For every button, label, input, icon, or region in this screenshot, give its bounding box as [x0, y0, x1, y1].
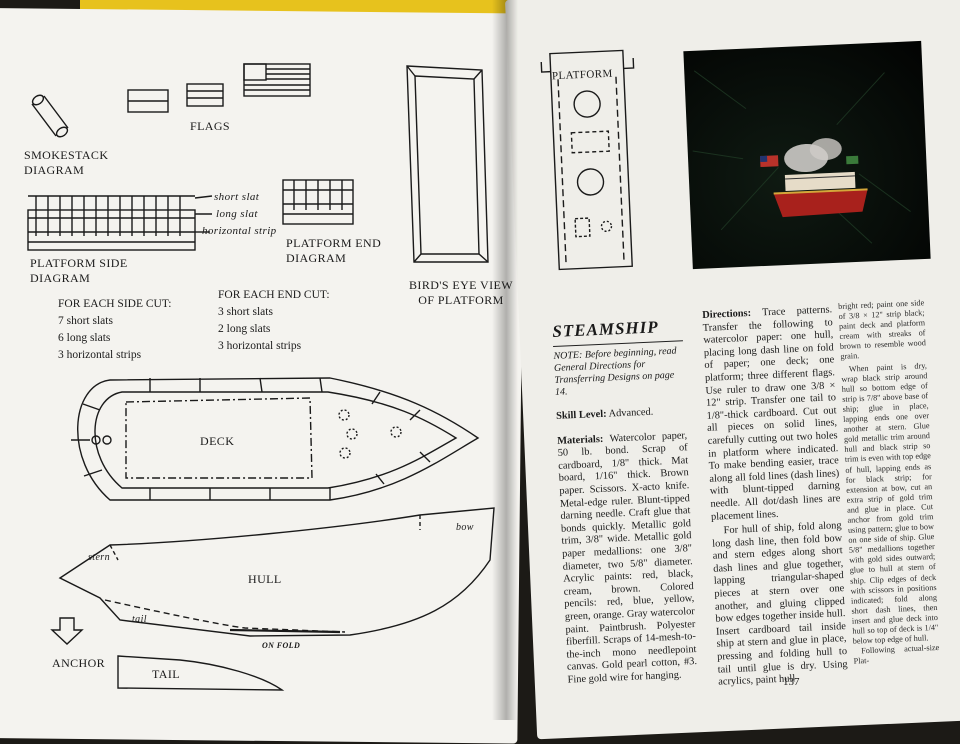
side-cut-heading: FOR EACH SIDE CUT:	[58, 298, 172, 310]
instructions-column-1: STEAMSHIP NOTE: Before beginning, read G…	[552, 316, 698, 687]
tail-diagram	[117, 655, 285, 691]
deck-diagram	[71, 377, 480, 501]
skill-level-label: Skill Level:	[555, 408, 607, 422]
directions-text-2: For hull of ship, fold along long dash l…	[711, 520, 848, 688]
tail-label: TAIL	[152, 667, 180, 681]
steamship-photo	[683, 40, 931, 270]
horizontal-strip-label: horizontal strip	[202, 225, 277, 237]
page-number: 137	[783, 676, 800, 688]
skill-level-value: Advanced.	[608, 406, 654, 420]
deck-label: DECK	[200, 434, 235, 448]
note-text: NOTE: Before beginning, read General Dir…	[553, 345, 677, 398]
platform-label: PLATFORM	[551, 67, 613, 83]
smokestack-diagram	[31, 94, 69, 138]
end-cut-heading: FOR EACH END CUT:	[218, 289, 330, 301]
directions-text: Trace patterns. Transfer the following t…	[702, 304, 841, 523]
instructions-column-2: Directions: Trace patterns. Transfer the…	[702, 304, 848, 689]
side-cut-item: 7 short slats	[58, 315, 113, 327]
platform-end-diagram	[282, 179, 354, 225]
col3-text: bright red; paint one side of 3/8 × 12" …	[838, 298, 927, 362]
hull-diagram	[58, 507, 495, 637]
tail-small-label: tail	[132, 614, 147, 625]
platform-side-label: PLATFORM SIDE DIAGRAM	[30, 256, 128, 285]
side-cut-item: 3 horizontal strips	[58, 349, 142, 361]
short-slat-label: short slat	[214, 191, 260, 203]
materials-label: Materials:	[556, 433, 604, 447]
end-cut-list: FOR EACH END CUT: 3 short slats 2 long s…	[218, 287, 368, 355]
book-gutter	[492, 0, 518, 720]
flags-diagram	[127, 63, 311, 113]
materials-text: Watercolor paper, 50 lb. bond. Scrap of …	[557, 429, 698, 686]
flags-label: FLAGS	[190, 119, 231, 133]
side-cut-item: 6 long slats	[58, 332, 111, 344]
stern-label: stern	[88, 552, 110, 563]
bow-label: bow	[456, 522, 474, 533]
anchor-label: ANCHOR	[52, 656, 106, 670]
end-cut-item: 2 long slats	[218, 323, 271, 335]
platform-side-diagram	[27, 195, 213, 251]
long-slat-label: long slat	[216, 208, 258, 220]
end-cut-item: 3 horizontal strips	[218, 340, 302, 352]
anchor-diagram	[50, 617, 84, 645]
page-title: STEAMSHIP	[552, 317, 660, 341]
platform-end-label: PLATFORM END DIAGRAM	[286, 236, 382, 265]
steamship-ornament-image	[692, 70, 911, 244]
birds-eye-label: BIRD'S EYE VIEW OF PLATFORM	[409, 278, 513, 307]
col3-text-3: Following actual-size Plat-	[853, 643, 940, 666]
col3-text-2: When paint is dry, wrap black strip arou…	[841, 360, 939, 646]
directions-label: Directions:	[702, 307, 752, 321]
pattern-diagrams	[0, 0, 960, 720]
instructions-column-3: bright red; paint one side of 3/8 × 12" …	[838, 298, 940, 667]
hull-label: HULL	[248, 572, 282, 586]
platform-pattern	[540, 49, 635, 271]
birds-eye-view-diagram	[406, 65, 489, 263]
side-cut-list: FOR EACH SIDE CUT: 7 short slats 6 long …	[58, 296, 208, 364]
on-fold-label: ON FOLD	[262, 641, 301, 650]
smokestack-label: SMOKESTACK DIAGRAM	[24, 148, 109, 177]
end-cut-item: 3 short slats	[218, 306, 273, 318]
